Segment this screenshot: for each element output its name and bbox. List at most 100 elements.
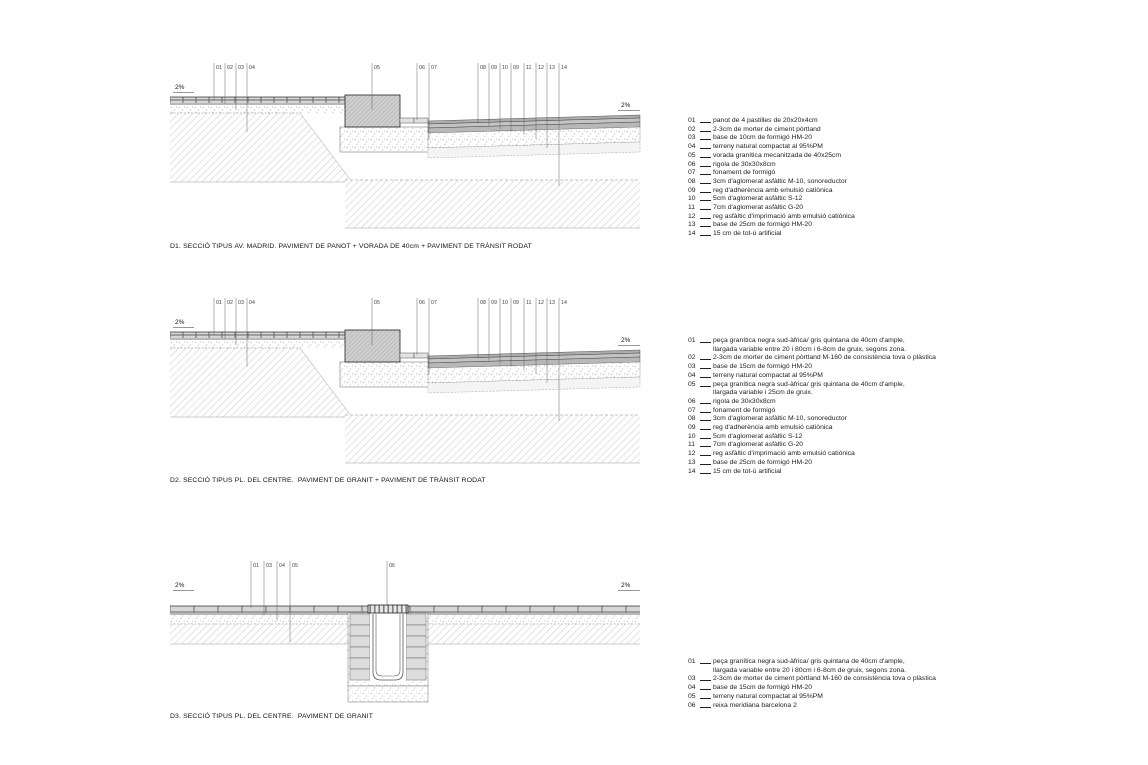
callout-label: 13 xyxy=(549,65,555,71)
callout: 07 xyxy=(428,63,437,140)
legend-item-text: 15 cm de tot-ú artificial xyxy=(713,230,782,238)
callout-label: 09 xyxy=(513,300,519,306)
slope-value: 2% xyxy=(175,582,185,589)
legend-item-connector xyxy=(700,169,711,176)
callout: 06 xyxy=(416,63,425,120)
legend-item: 04 terreny natural compactat al 95%PM xyxy=(688,143,1033,152)
legend-item-number: 07 xyxy=(688,169,696,177)
legend-item-text: fonament de formigó xyxy=(713,169,776,177)
legend-item-number: 13 xyxy=(688,221,696,229)
callout: 01 xyxy=(250,561,259,608)
legend-item-number: 09 xyxy=(688,424,696,432)
callout-label: 02 xyxy=(227,300,233,306)
legend-item-text: peça granítica negra sud-àfrica/ gris qu… xyxy=(713,380,905,388)
callout-label: 01 xyxy=(253,563,259,569)
callout: 02 xyxy=(224,298,233,339)
callout: 10 xyxy=(499,63,508,129)
legend-item: 13 base de 25cm de formigó HM-20 xyxy=(688,459,1033,468)
legend-item-connector xyxy=(700,178,711,184)
legend-item-text: 5cm d'aglomerat asfàltic S-12 xyxy=(713,195,803,203)
callout: 14 xyxy=(558,63,567,186)
legend-item-text: reg d'adherència amb emulsió catiònica xyxy=(713,424,833,432)
legend-item-connector xyxy=(700,152,711,158)
legend-item-text: 2-3cm de morter de ciment pòrtland xyxy=(713,125,821,133)
legend-item-connector xyxy=(700,372,711,378)
legend-item: 13 base de 25cm de formigó HM-20 xyxy=(688,221,1033,230)
channel-wall-left xyxy=(349,613,371,681)
callout-label: 07 xyxy=(431,300,437,306)
legend-item: 10 5cm d'aglomerat asfàltic S-12 xyxy=(688,433,1033,442)
legend-item-connector xyxy=(700,126,711,132)
callout: 08 xyxy=(477,298,486,358)
callout-label: 06 xyxy=(419,300,425,306)
callout-label: 06 xyxy=(419,65,425,71)
drain-grate xyxy=(367,604,409,614)
legend-item-connector xyxy=(700,433,711,439)
legend-item-connector xyxy=(700,398,711,404)
legend-item-text: base de 10cm de formigó HM-20 xyxy=(713,134,812,142)
callout-label: 03 xyxy=(238,65,244,71)
legend-item-connector xyxy=(700,337,711,343)
legend-item-text: 2-3cm de morter de ciment pòrtland M-160… xyxy=(713,675,936,683)
callout-label: 01 xyxy=(216,300,222,306)
legend-item-text: fonament de formigó xyxy=(713,406,776,414)
callout-label: 09 xyxy=(513,65,519,71)
legend-item-connector xyxy=(700,441,711,448)
callout-label: 07 xyxy=(431,65,437,71)
slope-label-right: 2% xyxy=(618,337,640,346)
callout-label: 14 xyxy=(561,65,567,71)
legend-item-text: panot de 4 pastilles de 20x20x4cm xyxy=(713,117,818,124)
pavement-right xyxy=(408,605,640,625)
legend-item-number: 02 xyxy=(688,125,696,133)
legend-item-number: 06 xyxy=(688,160,696,168)
legend-item-number: 05 xyxy=(688,151,696,159)
legend-item-text: 5cm d'aglomerat asfàltic S-12 xyxy=(713,432,803,440)
legend-item-number: 03 xyxy=(688,675,696,683)
legend-item: 05 terreny natural compactat al 95%PM xyxy=(688,693,1033,702)
legend-item-connector xyxy=(700,415,711,422)
callout: 09 xyxy=(510,298,519,367)
legend-item-number: 05 xyxy=(688,380,696,388)
callout: 04 xyxy=(246,63,255,132)
legend-item: 02 2-3cm de morter de ciment pòrtland xyxy=(688,126,1033,135)
slope-value: 2% xyxy=(621,582,631,589)
sidewalk-layers xyxy=(170,331,350,349)
callout-label: 01 xyxy=(216,65,222,71)
callout: 03 xyxy=(235,63,244,110)
legend-item-text: reg d'adherència amb emulsió catiònica xyxy=(713,186,833,194)
legend-item-number: 10 xyxy=(688,195,696,203)
legend-item-connector xyxy=(700,221,711,228)
callout-label: 06 xyxy=(389,563,395,569)
section-d2-drawing: 2% 2% 01 02 03 04 05 06 07 08 09 10 09 1… xyxy=(170,298,641,464)
legend-item: 14 15 cm de tot-ú artificial xyxy=(688,230,1033,239)
legend-item-connector xyxy=(700,381,711,387)
legend-item: 11 7cm d'aglomerat asfàltic G-20 xyxy=(688,204,1033,213)
legend-item-text: 7cm d'aglomerat asfàltic G-20 xyxy=(713,441,804,449)
legend-item: 08 3cm d'aglomerat asfàltic M-10, sonore… xyxy=(688,415,1033,424)
legend-item: 01 peça granítica negra sud-àfrica/ gris… xyxy=(688,337,1033,354)
legend-item-number: 12 xyxy=(688,212,696,220)
legend-item-number: 11 xyxy=(688,441,696,449)
callout: 14 xyxy=(558,298,567,421)
legend-item: 04 base de 15cm de formigó HM-20 xyxy=(688,684,1033,693)
legend-item-connector xyxy=(700,213,711,219)
legend-item-text: 15 cm de tot-ú artificial xyxy=(713,467,782,475)
channel-base xyxy=(347,685,429,703)
legend-item-text-line2: llargada variable entre 20 i 80cm i 6-8c… xyxy=(713,345,907,353)
legend-item-number: 08 xyxy=(688,177,696,185)
drain-channel xyxy=(347,604,429,703)
curb-foundation xyxy=(339,361,433,388)
curb-foundation xyxy=(339,126,433,153)
legend-item-number: 05 xyxy=(688,692,696,700)
legend-item-connector xyxy=(700,424,711,431)
legend-item-text: reg asfàltic d'imprimació amb emulsió ca… xyxy=(713,212,855,220)
legend-item-number: 09 xyxy=(688,186,696,194)
legend-item-number: 01 xyxy=(688,337,696,344)
legend-item-text: reixa meridiana barcelona 2 xyxy=(713,701,797,709)
legend-item-connector xyxy=(700,468,711,474)
legend-item-number: 13 xyxy=(688,458,696,466)
legend-item-text: base de 15cm de formigó HM-20 xyxy=(713,363,812,371)
callout: 03 xyxy=(263,561,272,615)
callout-label: 12 xyxy=(538,300,544,306)
